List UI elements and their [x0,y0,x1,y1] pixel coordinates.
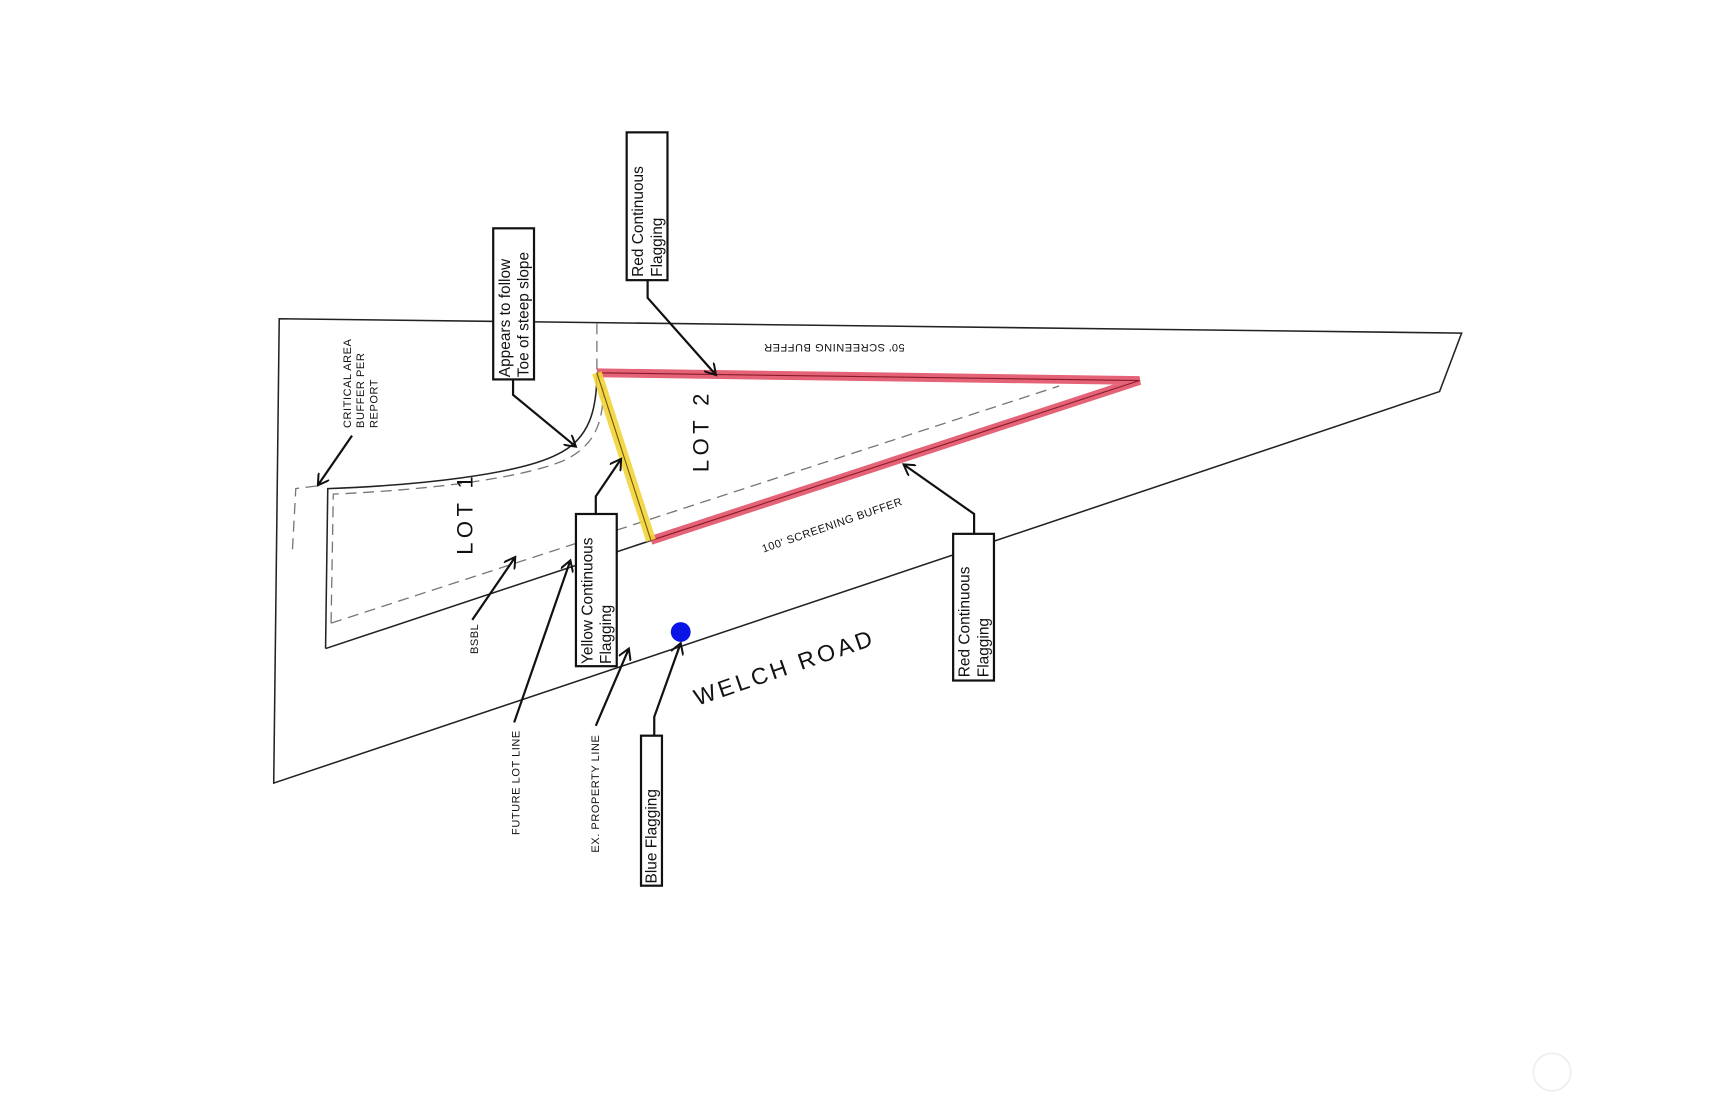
bsbl-label: BSBL [469,624,481,654]
critical-area-buffer [291,484,323,550]
yellow-flagging [592,371,656,542]
ex-property-line-label: EX. PROPERTY LINE [590,735,602,853]
svg-text:CRITICAL AREA: CRITICAL AREA [342,338,354,428]
svg-text:Red Continuous: Red Continuous [630,166,647,277]
buffer-top-label: 50' SCREENING BUFFER [764,341,905,353]
watermark-circle [1532,1052,1572,1092]
callout-blue: Blue Flagging [639,734,664,887]
future-lot-line-label: FUTURE LOT LINE [511,730,523,835]
lot1-label: LOT 1 [452,472,477,555]
callout-toe-slope: Appears to follow Toe of steep slope [492,227,536,381]
parcel-boundary [272,317,1463,785]
svg-text:Red Continuous: Red Continuous [957,566,974,677]
svg-text:Flagging: Flagging [649,218,666,277]
svg-text:Toe of steep slope: Toe of steep slope [516,252,533,377]
critical-area-label: CRITICAL AREA BUFFER PER REPORT [342,338,380,428]
callout-red-bottom: Red Continuous Flagging [952,532,996,682]
lot1-boundary [324,372,598,649]
svg-text:Flagging: Flagging [975,618,992,677]
red-flagging [596,368,1141,545]
road-label: WELCH ROAD [690,624,878,710]
callout-yellow: Yellow Continuous Flagging [574,512,618,668]
svg-text:Yellow Continuous: Yellow Continuous [579,537,596,664]
bsbl-line [330,380,1060,624]
svg-text:BUFFER PER: BUFFER PER [355,353,367,428]
lot2-label: LOT 2 [688,389,713,472]
svg-text:REPORT: REPORT [368,379,380,428]
blue-flagging-marker [670,622,691,642]
buffer-bottom-label: 100' SCREENING BUFFER [761,496,905,555]
svg-text:Flagging: Flagging [598,605,615,664]
svg-text:Appears to follow: Appears to follow [497,258,514,377]
callout-red-top: Red Continuous Flagging [625,131,669,282]
svg-text:Blue Flagging: Blue Flagging [643,789,660,883]
